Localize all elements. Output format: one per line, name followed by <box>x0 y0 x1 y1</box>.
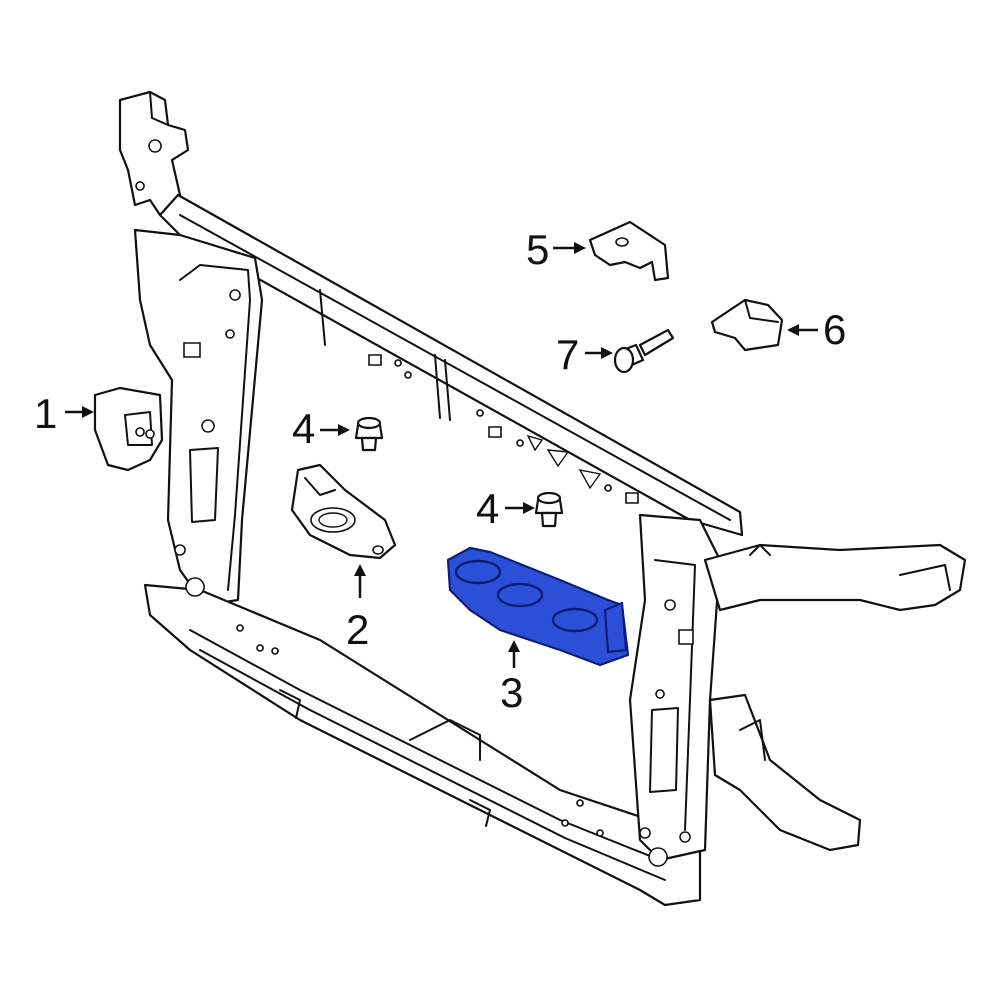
radiator-support-frame[interactable] <box>93 90 967 907</box>
part-4-bolt-upper[interactable] <box>354 416 384 452</box>
callout-7: 7 <box>556 331 579 378</box>
part-3-highlighted-bracket[interactable] <box>446 546 630 667</box>
callout-2: 2 <box>346 606 369 653</box>
callout-arrows <box>65 242 818 668</box>
part-2-bracket[interactable] <box>290 463 397 560</box>
callout-4-upper: 4 <box>292 405 315 452</box>
callout-1: 1 <box>34 390 57 437</box>
part-6-bracket[interactable] <box>710 298 784 352</box>
part-7-bolt[interactable] <box>613 328 675 374</box>
callout-5: 5 <box>526 226 549 273</box>
callout-3: 3 <box>500 669 523 716</box>
part-4-bolt-lower[interactable] <box>534 491 564 528</box>
callout-4-lower: 4 <box>476 485 499 532</box>
callout-6: 6 <box>823 306 846 353</box>
part-5-clip[interactable] <box>588 220 670 282</box>
